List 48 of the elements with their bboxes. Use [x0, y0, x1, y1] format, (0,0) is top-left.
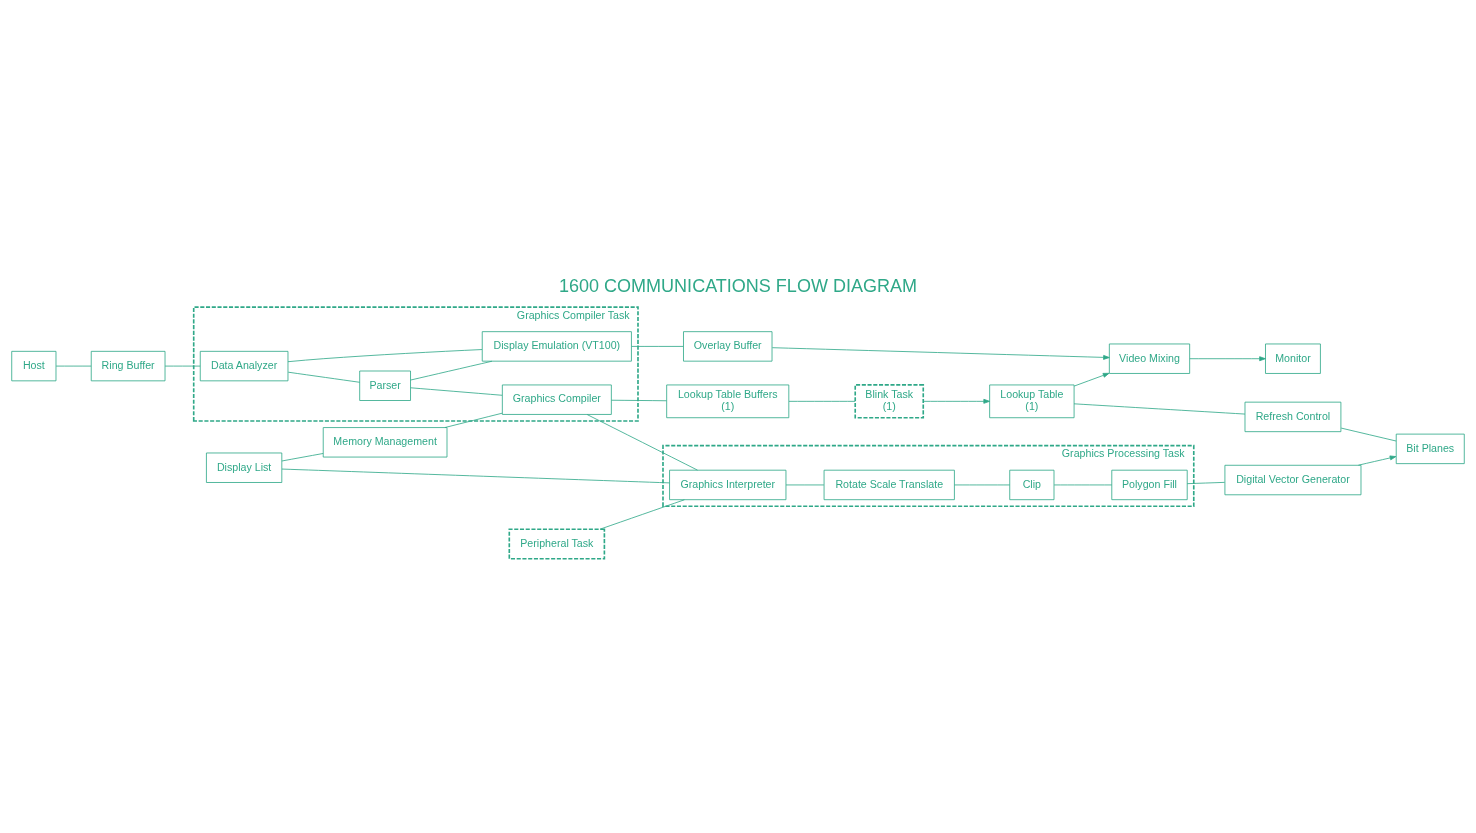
arrow	[1189, 356, 1266, 362]
node-box: Host	[11, 350, 57, 382]
connector	[611, 399, 667, 402]
connector	[444, 412, 503, 428]
node-box: Display Emulation (VT100)	[481, 331, 632, 362]
node-box: Data Analyzer	[199, 350, 289, 382]
node-box: Video Mixing	[1108, 343, 1191, 374]
connector	[1073, 403, 1246, 415]
arrow	[1358, 455, 1397, 466]
arrow	[923, 398, 990, 404]
connector	[410, 387, 503, 396]
node-box: Digital Vector Generator	[1224, 464, 1362, 496]
node-box: Ring Buffer	[90, 350, 166, 382]
arrow	[771, 347, 1110, 360]
connector	[287, 349, 483, 363]
connector	[287, 371, 361, 383]
node-box: Monitor	[1265, 343, 1321, 374]
connector	[281, 453, 324, 462]
node-box: Memory Management	[322, 427, 448, 458]
connector	[1340, 427, 1397, 442]
node-box: Peripheral Task	[508, 528, 606, 560]
connector	[1053, 484, 1113, 486]
connector	[164, 365, 201, 367]
node-box: Graphics Compiler	[501, 384, 612, 415]
connector	[1186, 481, 1226, 485]
connector	[785, 484, 825, 486]
node-box: Display List	[206, 452, 283, 483]
connector	[281, 468, 670, 484]
connector	[586, 414, 698, 471]
node-box: Rotate Scale Translate	[823, 469, 955, 501]
connector	[788, 400, 856, 402]
connector	[631, 346, 684, 347]
node-box: Lookup Table (1)	[989, 384, 1075, 419]
connector	[410, 360, 493, 381]
node-box: Graphics Interpreter	[669, 469, 787, 501]
diagram-title: 1600 COMMUNICATIONS FLOW DIAGRAM	[558, 275, 918, 296]
node-box: Clip	[1009, 469, 1055, 501]
node-box: Lookup Table Buffers (1)	[666, 384, 790, 419]
node-box: Parser	[359, 370, 411, 401]
node-box: Bit Planes	[1395, 433, 1465, 465]
node-box: Blink Task (1)	[854, 384, 925, 419]
node-box: Refresh Control	[1244, 401, 1342, 433]
node-box: Polygon Fill	[1111, 469, 1188, 501]
arrow	[1073, 372, 1110, 387]
connector	[954, 484, 1011, 486]
node-box: Overlay Buffer	[683, 331, 773, 362]
connector	[55, 365, 92, 367]
connector	[599, 499, 685, 530]
